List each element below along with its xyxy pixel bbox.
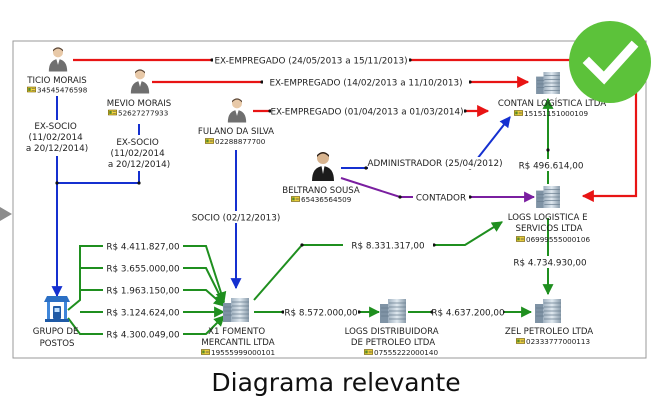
node-label: FULANO DA SILVA: [198, 127, 274, 137]
node-beltrano[interactable]: BELTRANO SOUSA 65436564509: [282, 152, 360, 204]
label-ex-socio-ticio: EX-SOCIO (11/02/2014 a 20/12/2014): [26, 122, 88, 154]
node-zel[interactable]: ZEL PETROLEO LTDA 02333777000113: [505, 299, 593, 346]
label-socio: SOCIO (02/12/2013): [192, 214, 281, 224]
node-contan[interactable]: CONTAN LOGÍSTICA LTDA 15151151000109: [498, 72, 606, 118]
node-doc: 34545476598: [37, 86, 88, 95]
node-logs[interactable]: LOGS LOGISTICA E SERVICOS LTDA 069995550…: [508, 186, 591, 244]
label-ex-socio-mevio: EX-SOCIO (11/02/2014 a 20/12/2014): [108, 138, 170, 170]
label-ex-employee-2: EX-EMPREGADO (14/02/2013 a 11/10/2013): [269, 79, 462, 89]
id-card-icon: [514, 110, 523, 116]
node-label: CONTAN LOGÍSTICA LTDA: [498, 97, 606, 109]
node-doc: 15151151000109: [524, 109, 588, 118]
id-card-icon: [205, 138, 214, 144]
label-logs-dist-to-zel: R$ 4.637.200,00: [431, 309, 505, 319]
node-label: LOGS DISTRIBUIDORA DE PETROLEO LTDA: [345, 327, 442, 348]
edge-labels: EX-EMPREGADO (24/05/2013 a 15/11/2013) E…: [26, 54, 590, 341]
node-label: ZEL PETROLEO LTDA: [505, 327, 593, 337]
node-doc: 65436564509: [301, 195, 352, 204]
node-label: BELTRANO SOUSA: [282, 186, 360, 196]
checkmark-badge-icon: [569, 21, 651, 103]
label-transfer-4: R$ 3.124.624,00: [106, 309, 180, 319]
node-doc: 02288877700: [215, 137, 266, 146]
id-card-icon: [108, 109, 117, 116]
caption-text: Diagrama relevante: [211, 368, 460, 397]
node-doc: 07555222000140: [374, 348, 438, 357]
label-ex-employee-3: EX-EMPREGADO (01/04/2013 a 01/03/2014): [270, 108, 463, 118]
node-doc: 02333777000113: [526, 337, 590, 346]
label-logs-to-contan: R$ 496.614,00: [519, 162, 584, 172]
node-doc: 19555999000101: [211, 348, 275, 357]
node-label: MEVIO MORAIS: [107, 99, 171, 109]
id-card-icon: [516, 338, 525, 344]
node-doc: 06999555000106: [526, 235, 590, 244]
node-label: GRUPO DE POSTOS: [33, 327, 81, 349]
node-mevio[interactable]: MEVIO MORAIS 52627277933: [107, 69, 171, 118]
node-ticio[interactable]: TICIO MORAIS 34545476598: [26, 47, 88, 95]
label-x1-to-logs-dist: R$ 8.572.000,00: [284, 309, 358, 319]
gas-station-icon: [44, 296, 70, 322]
node-logs-dist[interactable]: LOGS DISTRIBUIDORA DE PETROLEO LTDA 0755…: [345, 299, 442, 357]
node-label: LOGS LOGISTICA E SERVICOS LTDA: [508, 213, 591, 234]
pointer-triangle-icon: [0, 207, 12, 221]
node-doc: 52627277933: [118, 109, 168, 118]
node-label: TICIO MORAIS: [26, 76, 87, 86]
id-card-icon: [201, 349, 210, 355]
node-x1[interactable]: X1 FOMENTO MERCANTIL LTDA 19555999000101: [201, 298, 275, 357]
label-transfer-5: R$ 4.300.049,00: [106, 331, 180, 341]
edge-transfer-1: [67, 245, 227, 311]
label-transfer-3: R$ 1.963.150,00: [106, 287, 180, 297]
id-card-icon: [516, 236, 525, 242]
id-card-icon: [364, 349, 373, 355]
label-ex-employee-1: EX-EMPREGADO (24/05/2013 a 15/11/2013): [214, 57, 407, 67]
label-logs-to-zel: R$ 4.734.930,00: [513, 259, 587, 269]
node-label: X1 FOMENTO MERCANTIL LTDA: [201, 327, 274, 348]
label-transfer-1: R$ 4.411.827,00: [106, 243, 180, 253]
label-contador: CONTADOR: [416, 194, 466, 204]
label-transfer-2: R$ 3.655.000,00: [106, 265, 180, 275]
id-card-icon: [27, 86, 36, 93]
id-card-icon: [291, 196, 300, 202]
node-grupo-postos[interactable]: GRUPO DE POSTOS: [33, 296, 81, 349]
label-x1-to-logs: R$ 8.331.317,00: [351, 242, 425, 252]
label-administrador: ADMINISTRADOR (25/04/2012): [367, 159, 502, 169]
node-fulano[interactable]: FULANO DA SILVA 02288877700: [198, 98, 274, 146]
